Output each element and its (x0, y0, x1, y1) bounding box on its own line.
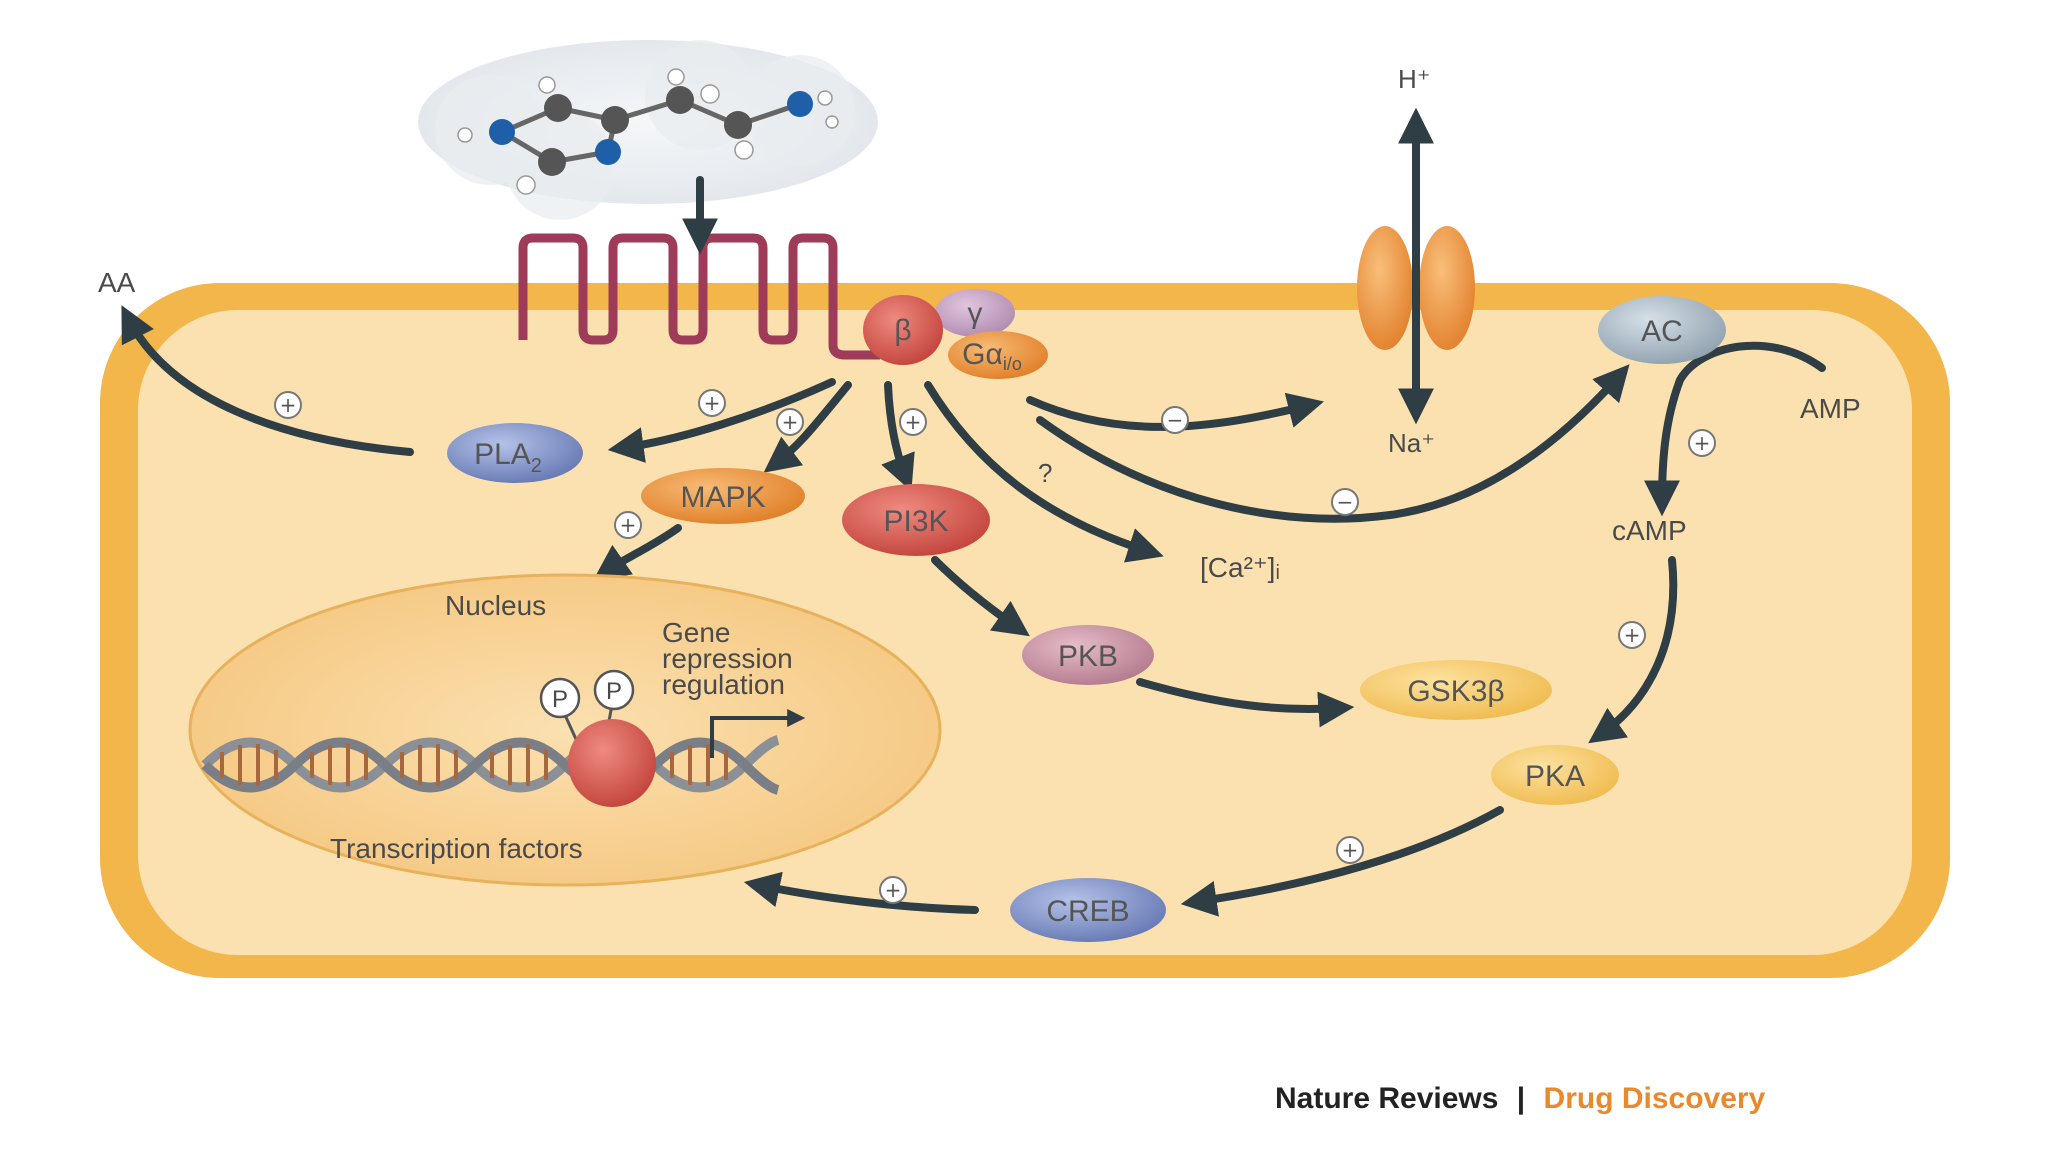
node-pi3k: PI3K (842, 484, 990, 556)
galpha-label: Gα (962, 338, 1003, 371)
svg-text:+: + (620, 513, 637, 537)
phosphate-2 (593, 669, 635, 711)
transcription-factor (568, 719, 656, 807)
arrow-g-to-pla2 (607, 378, 836, 463)
arrow-creb-to-nucleus (743, 871, 979, 914)
node-ac: AC (1598, 296, 1726, 364)
label-regulation: regulation (662, 669, 785, 700)
arrow-g-to-mapk (763, 381, 852, 473)
node-mapk: MAPK (641, 468, 805, 524)
svg-text:PLA2: PLA2 (474, 438, 542, 477)
ion-channel-left (1357, 226, 1413, 350)
label-na-plus: Na⁺ (1388, 428, 1435, 458)
pla2-label: PLA (474, 438, 531, 471)
sign-plus-mapk-nucleus: + (614, 511, 642, 539)
svg-text:−: − (1167, 408, 1184, 432)
beta-label: β (894, 314, 911, 347)
label-gene: Gene (662, 617, 731, 648)
svg-text:Gαi/o: Gαi/o (962, 338, 1022, 374)
label-transcription-factors: Transcription factors (330, 833, 583, 864)
label-h-plus: H⁺ (1398, 64, 1431, 94)
sign-plus-g-mapk: + (776, 408, 804, 436)
arrow-camp-to-pka (1588, 556, 1678, 744)
gamma-label: γ (968, 297, 983, 330)
pla2-subscript: 2 (531, 455, 542, 477)
nucleus (188, 573, 942, 887)
pkb-label: PKB (1058, 640, 1118, 673)
sign-plus-amp-camp: + (1688, 429, 1716, 457)
sign-plus-camp-pka: + (1618, 621, 1646, 649)
svg-text:+: + (782, 410, 799, 434)
arrow-amp-to-camp (1644, 341, 1826, 517)
gpcr-receptor (518, 233, 880, 360)
dna-helix (201, 735, 780, 795)
node-pka: PKA (1491, 745, 1619, 805)
label-camp: cAMP (1612, 515, 1687, 546)
g-protein: γ Gαi/o β (863, 289, 1048, 379)
label-question: ? (1038, 458, 1052, 488)
svg-text:+: + (704, 391, 721, 415)
svg-text:+: + (280, 393, 297, 417)
arrow-mapk-to-nucleus (593, 524, 682, 581)
svg-text:+: + (1694, 431, 1711, 455)
label-repression: repression (662, 643, 793, 674)
mapk-label: MAPK (680, 481, 765, 514)
phosphate-1 (539, 677, 581, 719)
arrow-g-to-pi3k (881, 381, 915, 492)
credit-section: Drug Discovery (1544, 1082, 1766, 1115)
pi3k-label: PI3K (883, 505, 948, 538)
svg-text:+: + (1624, 623, 1641, 647)
node-gsk3b: GSK3β (1360, 660, 1552, 720)
arrow-g-to-ca (924, 381, 1164, 563)
svg-text:+: + (885, 878, 902, 902)
node-pla2: PLA2 (447, 423, 583, 483)
label-amp: AMP (1800, 393, 1861, 424)
creb-label: CREB (1046, 895, 1129, 928)
sign-plus-pka-creb: + (1336, 836, 1364, 864)
sign-minus-g-channel: − (1161, 406, 1189, 434)
sign-plus-creb-nucleus: + (879, 876, 907, 904)
galpha-subscript: i/o (1003, 354, 1022, 374)
pka-label: PKA (1525, 760, 1585, 793)
phosphate-1-label: P (552, 686, 568, 713)
ion-channel-right (1419, 226, 1475, 350)
sign-plus-g-pi3k: + (899, 408, 927, 436)
credit-line: Nature Reviews | Drug Discovery (1275, 1082, 1766, 1115)
label-ca: [Ca²⁺]ᵢ (1200, 552, 1280, 583)
gsk3b-label: GSK3β (1407, 675, 1504, 708)
ligand-molecule (418, 40, 878, 220)
node-creb: CREB (1010, 878, 1166, 942)
sign-plus-g-pla2: + (698, 389, 726, 417)
svg-text:−: − (1337, 490, 1354, 514)
phosphate-2-label: P (606, 678, 622, 705)
svg-text:+: + (1342, 838, 1359, 862)
arrow-pi3k-to-pkb (931, 556, 1030, 637)
credit-separator: | (1517, 1082, 1525, 1115)
arrow-pka-to-creb (1180, 806, 1504, 917)
label-nucleus: Nucleus (445, 590, 546, 621)
arrow-pkb-to-gsk3b (1136, 678, 1355, 728)
label-aa: AA (98, 267, 136, 298)
svg-text:+: + (905, 410, 922, 434)
transcription-start-arrow (710, 709, 806, 758)
sign-plus-pla2-aa: + (274, 391, 302, 419)
arrow-g-to-ac (1036, 364, 1630, 523)
ac-label: AC (1641, 315, 1683, 348)
sign-minus-g-ac: − (1331, 488, 1359, 516)
arrow-pla2-to-aa (121, 305, 414, 456)
credit-journal: Nature Reviews (1275, 1082, 1498, 1115)
node-pkb: PKB (1022, 625, 1154, 685)
